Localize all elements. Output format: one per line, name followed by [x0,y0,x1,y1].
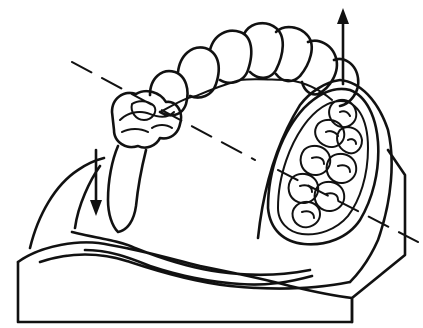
mandible-model [18,150,405,322]
artificial-tooth-8 [293,202,320,227]
artificial-tooth-7 [315,182,345,211]
guide-lines [72,62,418,242]
left-abutment-clasp [108,91,181,232]
clasp-detail [122,125,172,132]
minor-connector [108,146,146,232]
artificial-tooth-4 [301,146,331,175]
denture-saddle [268,89,378,244]
guide-line-left [72,62,255,160]
natural-teeth [150,23,358,115]
insertion-arrow-up-icon [337,8,349,84]
artificial-tooth-2 [315,120,344,147]
artificial-tooth-5 [327,154,357,183]
